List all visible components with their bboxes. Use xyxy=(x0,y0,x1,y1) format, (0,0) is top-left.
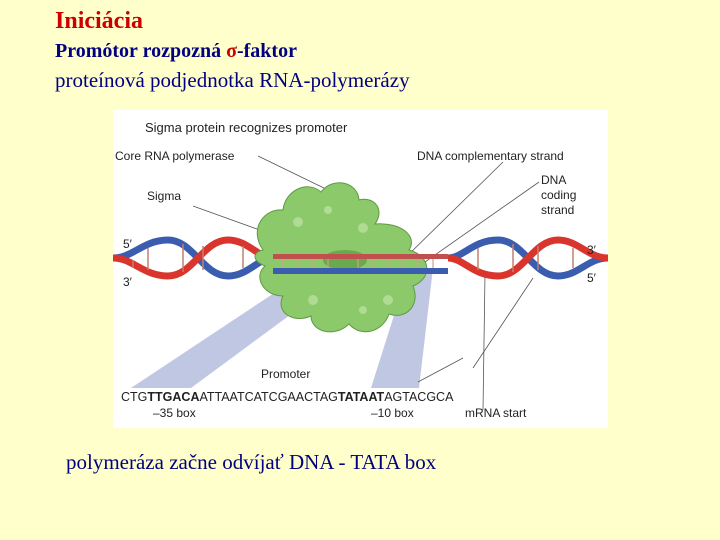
sigma-symbol: σ xyxy=(226,40,237,62)
label-3-prime-left: 3′ xyxy=(123,275,133,289)
label-3-prime-right: 3′ xyxy=(587,243,597,257)
label-5-prime-right: 5′ xyxy=(587,271,597,285)
label-dna-coding-2: coding xyxy=(541,188,576,202)
promoter-diagram: Sigma protein recognizes promoter Core R… xyxy=(113,110,608,428)
sequence-part1: CTG xyxy=(121,390,147,404)
subtitle-prefix: Promótor rozpozná xyxy=(55,40,226,62)
label-sigma: Sigma xyxy=(147,189,181,203)
label-10-box: –10 box xyxy=(371,406,414,420)
label-mrna-start: mRNA start xyxy=(465,406,527,420)
subtitle-suffix: -faktor xyxy=(237,40,297,62)
promoter-figure: Sigma protein recognizes promoter Core R… xyxy=(113,110,608,428)
dna-complementary-strand xyxy=(273,254,448,259)
label-dna-coding-1: DNA xyxy=(541,173,566,187)
pointer-mrna-start xyxy=(483,274,485,410)
slide-caption: polymeráza začne odvíjať DNA - TATA box xyxy=(66,450,436,475)
label-promoter: Promoter xyxy=(261,367,310,381)
slide-title: Iniciácia xyxy=(55,8,143,35)
box-35-sequence: TTGACA xyxy=(147,390,199,404)
subtitle-line: Promótor rozpozná σ-faktor xyxy=(55,40,297,63)
sequence-part3: AGTACGCA xyxy=(384,390,454,404)
dna-coding-strand xyxy=(273,268,448,274)
label-dna-coding-3: strand xyxy=(541,203,574,217)
sigma-subunit xyxy=(323,250,367,270)
label-5-prime-left: 5′ xyxy=(123,237,133,251)
sequence-part2: ATTAATCATCGAACTAG xyxy=(199,390,337,404)
label-dna-complementary-strand: DNA complementary strand xyxy=(417,149,564,163)
promoter-sequence: CTGTTGACAATTAATCATCGAACTAGTATAATAGTACGCA xyxy=(121,390,454,404)
box-10-sequence: TATAAT xyxy=(338,390,385,404)
label-core-rna-polymerase: Core RNA polymerase xyxy=(115,149,235,163)
pointer-promoter-2 xyxy=(473,278,533,368)
pointer-core xyxy=(258,156,328,190)
pointer-promoter xyxy=(418,358,463,382)
pointer-complementary xyxy=(403,162,503,260)
description-line: proteínová podjednotka RNA-polymerázy xyxy=(55,68,410,93)
label-35-box: –35 box xyxy=(153,406,196,420)
figure-heading: Sigma protein recognizes promoter xyxy=(145,120,348,135)
